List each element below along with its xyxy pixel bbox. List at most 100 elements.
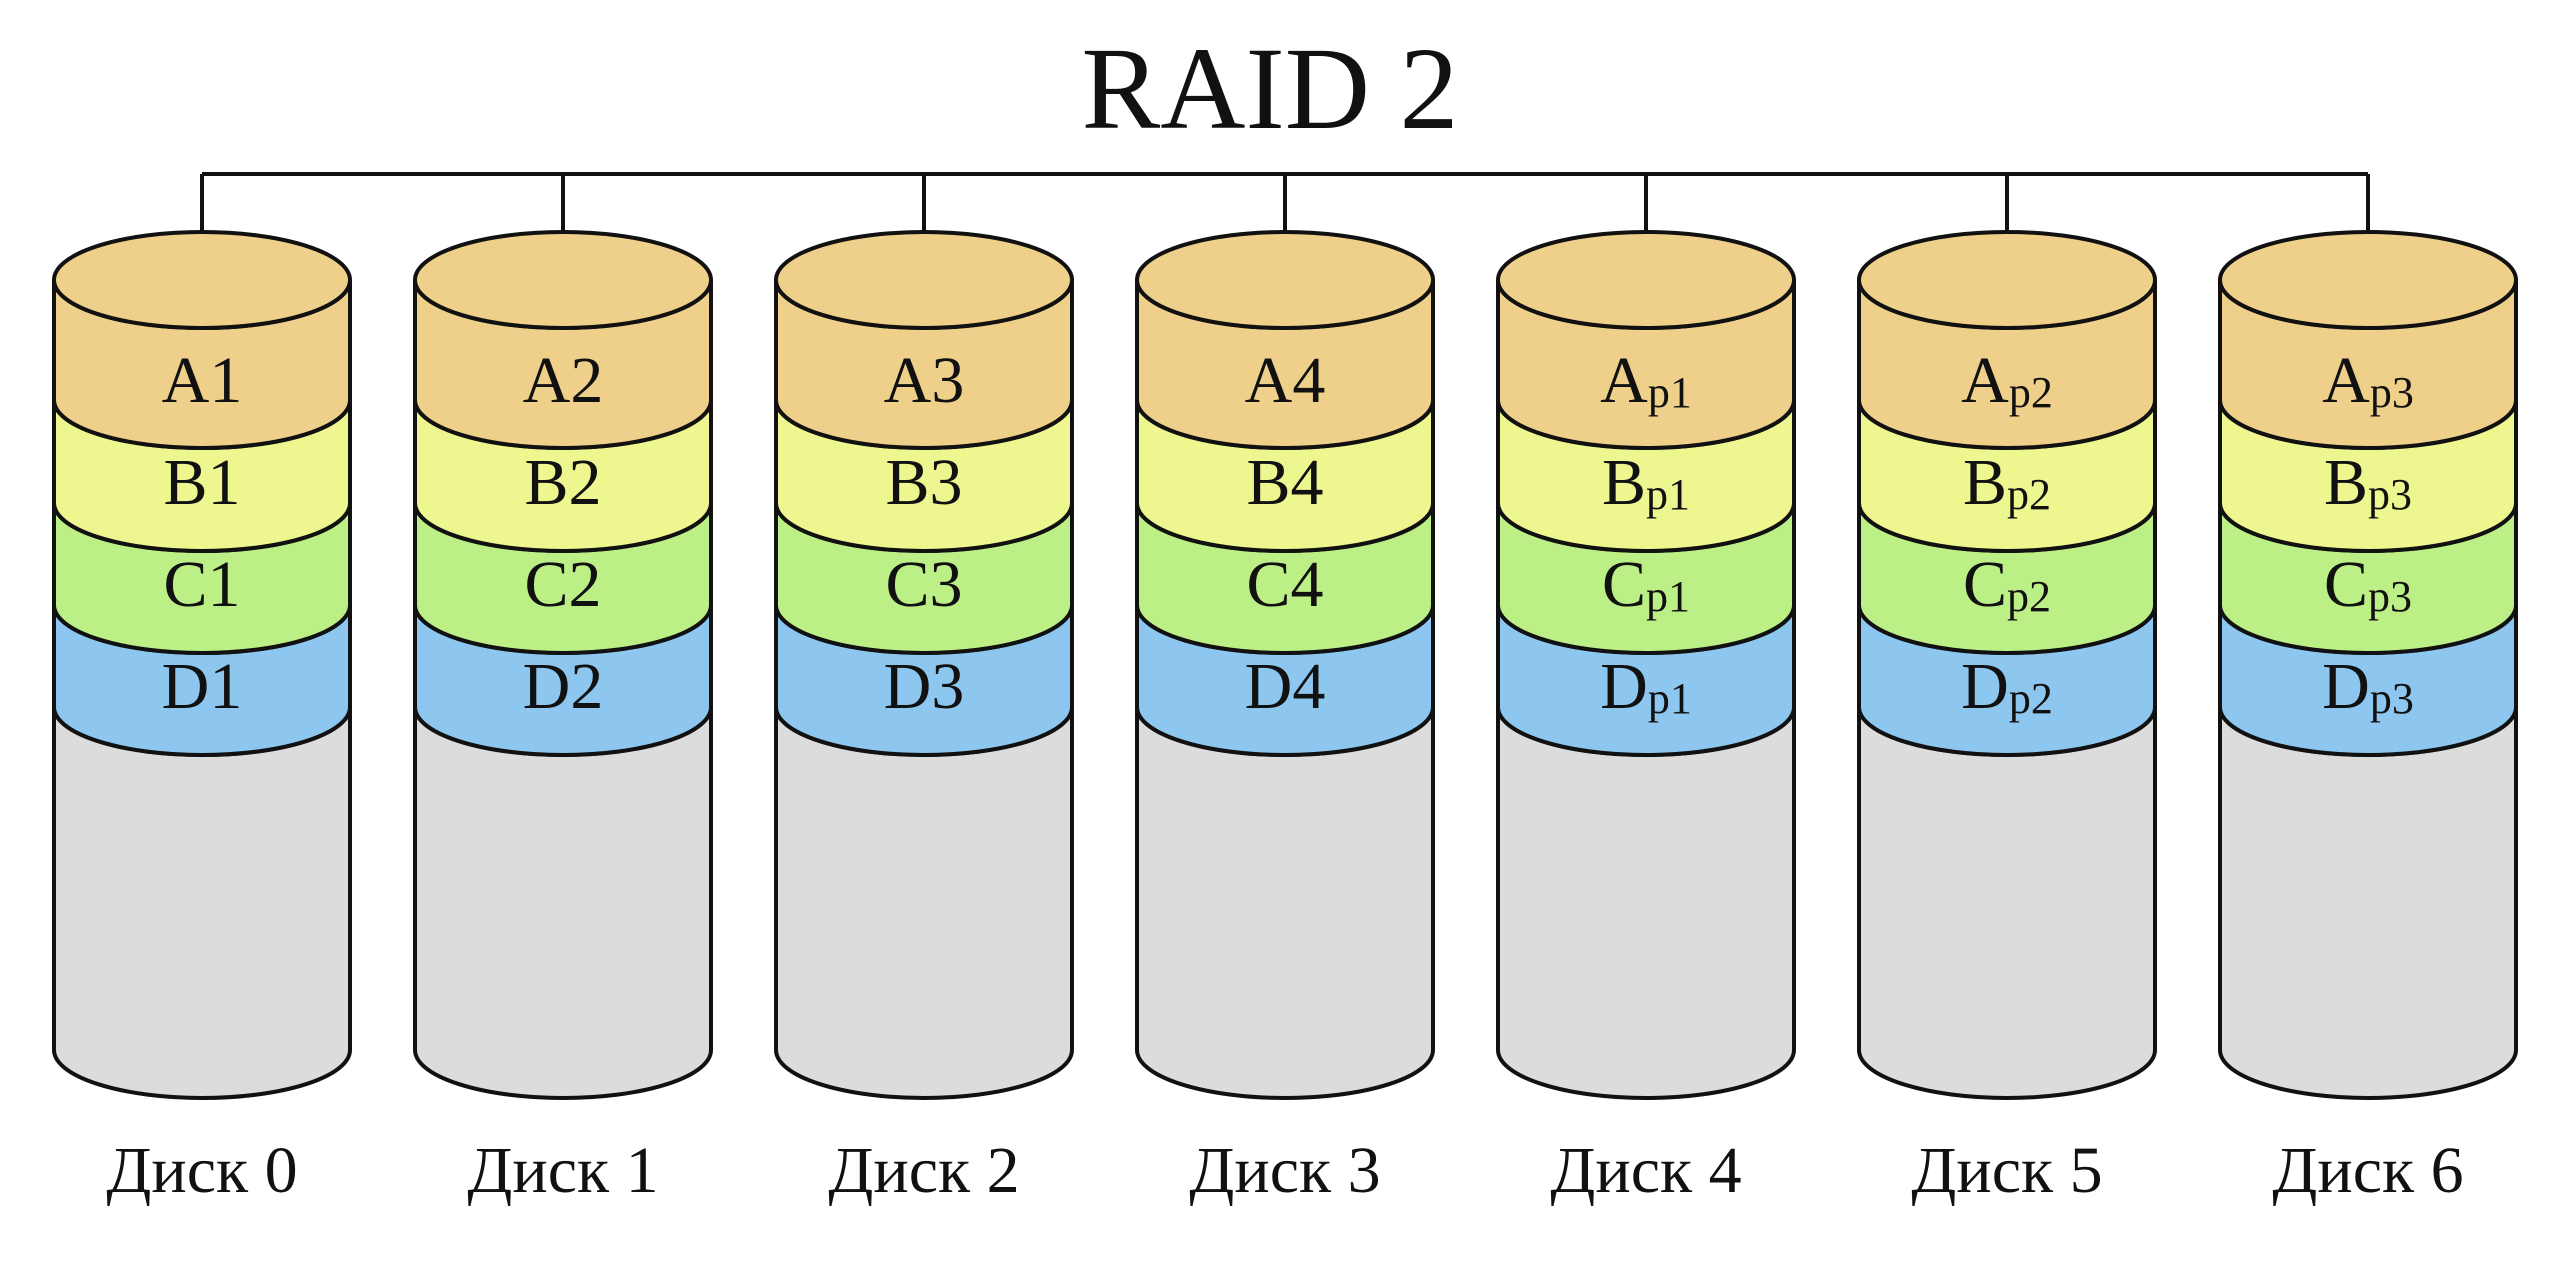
segment-label-main: A — [2322, 344, 2370, 417]
segment-label: B2 — [524, 446, 601, 519]
segment-label-main: A3 — [884, 344, 965, 417]
segment-label: A2 — [523, 344, 604, 417]
segment-label: Bp2 — [1963, 446, 2051, 519]
segment-label: Bp1 — [1602, 446, 1690, 519]
disk-label: Диск 5 — [1911, 1134, 2102, 1207]
segment-label-subscript: p1 — [1648, 674, 1692, 723]
segment-label: C4 — [1246, 548, 1323, 621]
segment-label-subscript: p1 — [1646, 572, 1690, 621]
segment-label-main: B2 — [524, 446, 601, 519]
disk-top — [1857, 230, 2157, 330]
segment-label-main: C3 — [885, 548, 962, 621]
segment-label: Dp1 — [1600, 650, 1692, 723]
segment-label: B3 — [885, 446, 962, 519]
segment-label-main: D — [1961, 650, 2009, 723]
segment-label-main: C1 — [163, 548, 240, 621]
segment-label-main: A — [1600, 344, 1648, 417]
segment-label: D3 — [884, 650, 965, 723]
segment-label-main: A1 — [162, 344, 243, 417]
disk-body — [52, 706, 352, 1100]
segment-label: C1 — [163, 548, 240, 621]
segment-label-main: B3 — [885, 446, 962, 519]
segment-label: Dp2 — [1961, 650, 2053, 723]
segment-label-main: A — [1961, 344, 2009, 417]
segment-label: B4 — [1246, 446, 1323, 519]
segment-label: Bp3 — [2324, 446, 2412, 519]
disk-label: Диск 3 — [1189, 1134, 1380, 1207]
segment-label: D4 — [1245, 650, 1326, 723]
disk-top — [774, 230, 1074, 330]
segment-label-main: D — [2322, 650, 2370, 723]
segment-label: D2 — [523, 650, 604, 723]
segment-label-subscript: p3 — [2370, 674, 2414, 723]
segment-label-main: B1 — [163, 446, 240, 519]
segment-label-subscript: p3 — [2368, 572, 2412, 621]
disk-top — [1496, 230, 1796, 330]
diagram-title: RAID 2 — [1082, 23, 1459, 154]
segment-label-main: D4 — [1245, 650, 1326, 723]
segment-label: A1 — [162, 344, 243, 417]
segment-label: Ap3 — [2322, 344, 2414, 417]
segment-label: A3 — [884, 344, 965, 417]
segment-label-subscript: p3 — [2368, 470, 2412, 519]
segment-label: Cp3 — [2324, 548, 2412, 621]
connector-bus — [200, 172, 2370, 278]
segment-label-main: A4 — [1245, 344, 1326, 417]
segment-label-main: B4 — [1246, 446, 1323, 519]
segment-label-subscript: p2 — [2007, 572, 2051, 621]
disk-label: Диск 0 — [106, 1134, 297, 1207]
segment-label-subscript: p1 — [1648, 368, 1692, 417]
disk-label: Диск 6 — [2272, 1134, 2463, 1207]
segment-label-main: A2 — [523, 344, 604, 417]
segment-label-main: D3 — [884, 650, 965, 723]
disk-label: Диск 2 — [828, 1134, 1019, 1207]
segment-label-subscript: p3 — [2370, 368, 2414, 417]
disk-label: Диск 4 — [1550, 1134, 1741, 1207]
disk-top — [2218, 230, 2518, 330]
segment-label-main: D1 — [162, 650, 243, 723]
segment-label-main: C2 — [524, 548, 601, 621]
segment-label: Ap1 — [1600, 344, 1692, 417]
segment-label-main: C4 — [1246, 548, 1323, 621]
segment-label: C3 — [885, 548, 962, 621]
segment-label: Cp1 — [1602, 548, 1690, 621]
segment-label: A4 — [1245, 344, 1326, 417]
disk-top — [413, 230, 713, 330]
disk-body — [1496, 706, 1796, 1100]
segment-label: Ap2 — [1961, 344, 2053, 417]
segment-label-main: D — [1600, 650, 1648, 723]
segment-label-main: B — [1963, 446, 2007, 519]
segment-label-main: B — [2324, 446, 2368, 519]
segment-label-main: C — [1602, 548, 1646, 621]
segment-label-main: D2 — [523, 650, 604, 723]
segment-label: C2 — [524, 548, 601, 621]
disk-top — [1135, 230, 1435, 330]
segment-label-main: B — [1602, 446, 1646, 519]
disk-label: Диск 1 — [467, 1134, 658, 1207]
disk-body — [2218, 706, 2518, 1100]
segment-label: D1 — [162, 650, 243, 723]
segment-label-main: C — [2324, 548, 2368, 621]
segment-label-subscript: p2 — [2009, 368, 2053, 417]
disk-body — [1857, 706, 2157, 1100]
disk-body — [774, 706, 1074, 1100]
segment-label: Cp2 — [1963, 548, 2051, 621]
segment-label-subscript: p2 — [2009, 674, 2053, 723]
segment-label: B1 — [163, 446, 240, 519]
segment-label: Dp3 — [2322, 650, 2414, 723]
disk-top — [52, 230, 352, 330]
segment-label-subscript: p1 — [1646, 470, 1690, 519]
disk-body — [1135, 706, 1435, 1100]
segment-label-main: C — [1963, 548, 2007, 621]
disk-body — [413, 706, 713, 1100]
segment-label-subscript: p2 — [2007, 470, 2051, 519]
